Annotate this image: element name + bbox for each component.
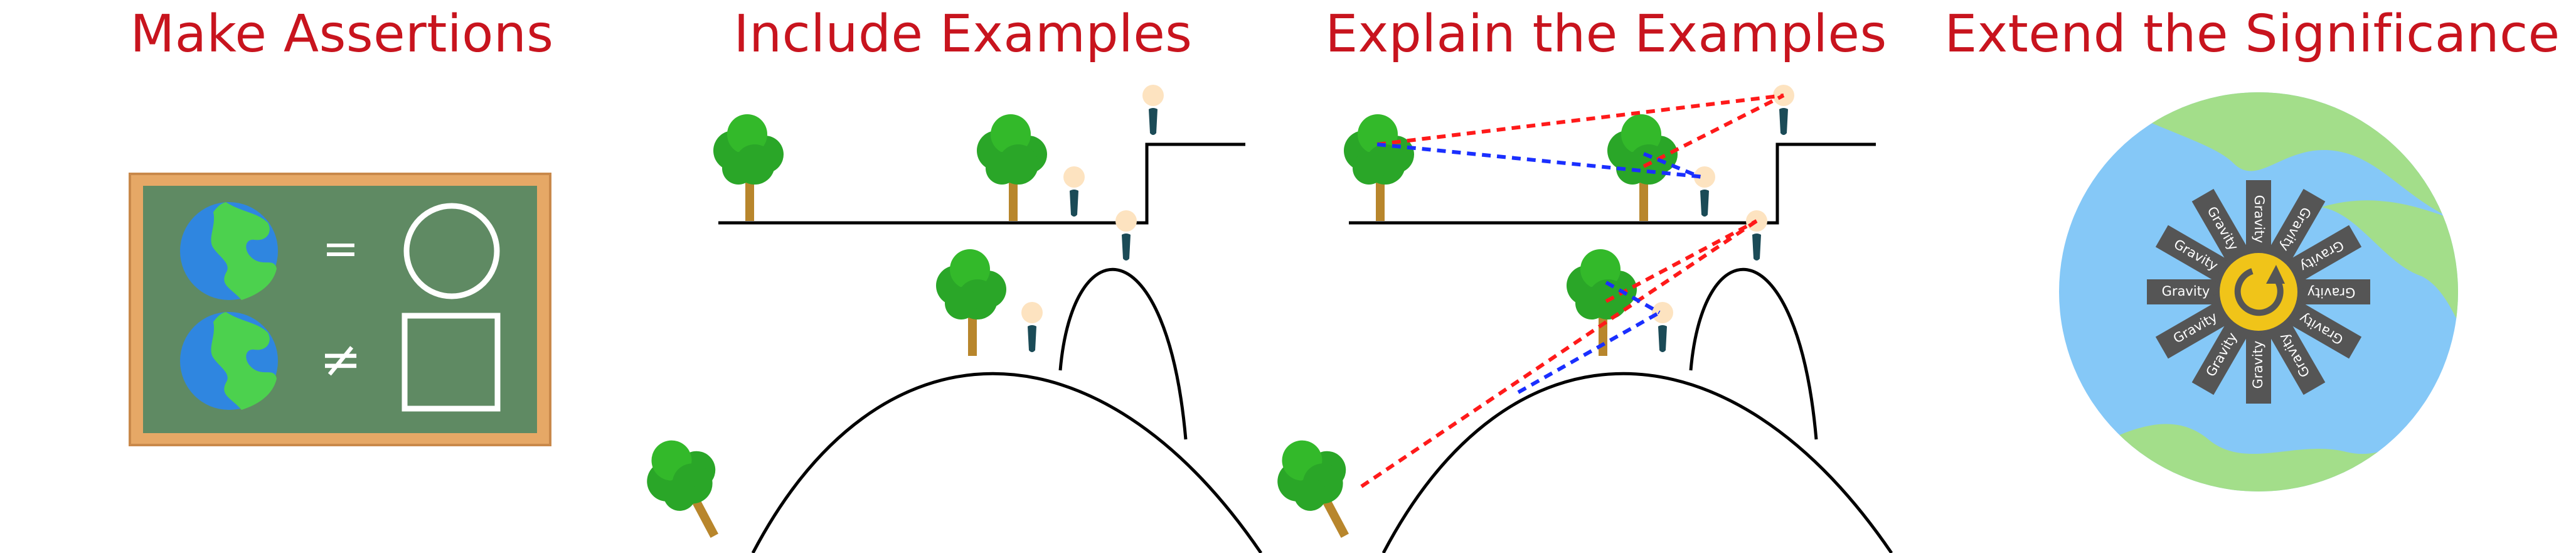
- tree-icon: [1344, 114, 1414, 221]
- equals-sign: =: [322, 223, 359, 274]
- round-earth-scene: [1349, 142, 1893, 553]
- sight-lines-red: [1360, 94, 1785, 488]
- tree-icon: [1262, 426, 1375, 553]
- gravity-arrow: Gravity: [2232, 180, 2285, 278]
- square-shape: [402, 313, 501, 412]
- person-icon: [1063, 166, 1085, 217]
- gravity-arrow: Gravity: [2147, 266, 2245, 318]
- gravity-label: Gravity: [2162, 284, 2210, 299]
- title-explain-examples: Explain the Examples: [1325, 4, 1887, 64]
- title-make-assertions: Make Assertions: [130, 4, 554, 64]
- person-icon: [1746, 210, 1767, 260]
- tree-icon: [713, 114, 784, 221]
- person-icon: [1115, 210, 1137, 260]
- title-include-examples: Include Examples: [733, 4, 1193, 64]
- gravity-arrow: Gravity: [2272, 266, 2370, 318]
- not-equals-sign: ≠: [319, 330, 361, 389]
- rotation-arrowhead-icon: [2266, 265, 2285, 284]
- tree-icon: [977, 114, 1047, 221]
- chalkboard: = ≠: [129, 173, 551, 446]
- tree-icon: [936, 249, 1006, 356]
- earth-icon: [180, 202, 278, 300]
- gravity-label: Gravity: [2252, 195, 2267, 244]
- person-icon: [1773, 85, 1794, 135]
- tree-icon: [632, 426, 745, 553]
- core: [2220, 253, 2297, 331]
- sight-lines-blue: [1376, 142, 1705, 394]
- person-icon: [1652, 302, 1673, 352]
- rotation-icon: [2234, 268, 2284, 316]
- circle-shape: [403, 203, 500, 299]
- gravity-label: Gravity: [2307, 285, 2356, 300]
- person-icon: [1142, 85, 1164, 135]
- person-icon: [1021, 302, 1043, 352]
- gravity-arrow: Gravity: [2232, 306, 2285, 404]
- person-icon: [1694, 166, 1715, 217]
- earth-icon: [180, 312, 278, 410]
- gravity-label: Gravity: [2250, 341, 2265, 389]
- flat-earth-scene: [718, 142, 1263, 553]
- title-extend-significance: Extend the Significance: [1944, 4, 2560, 64]
